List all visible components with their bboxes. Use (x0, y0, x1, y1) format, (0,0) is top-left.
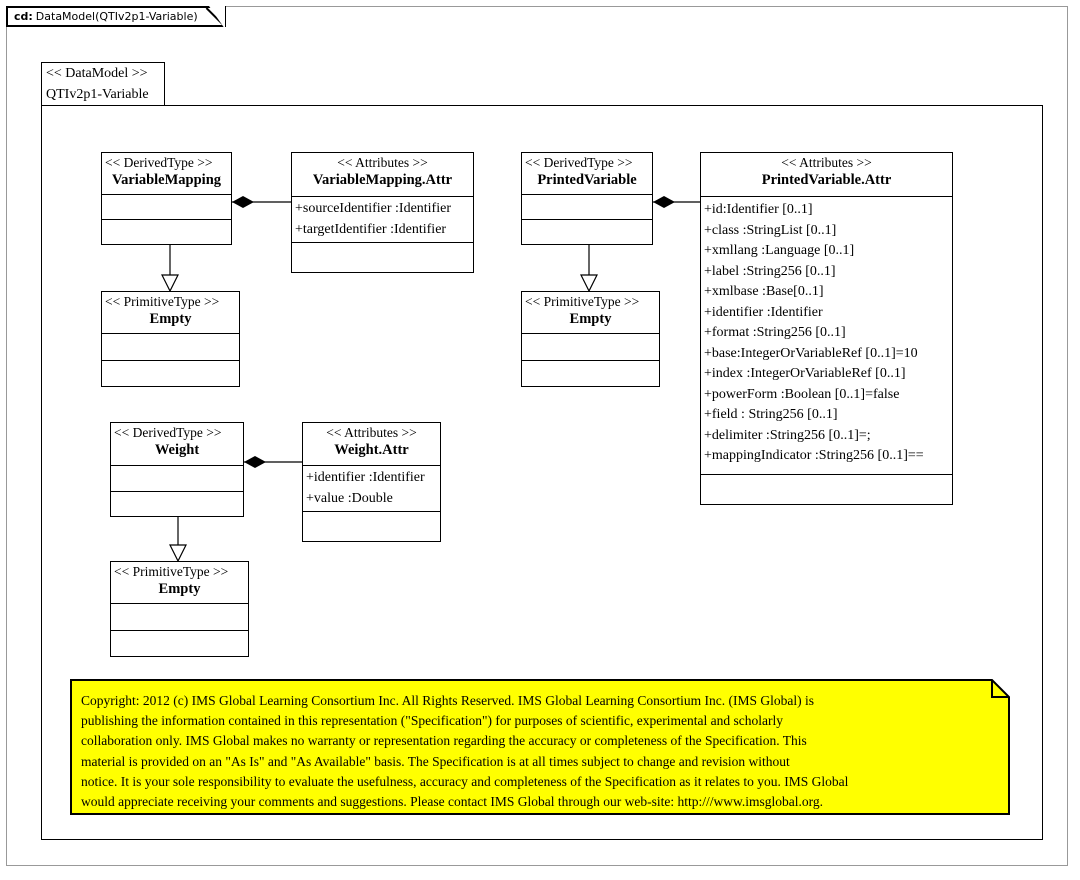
class-stereotype: << DerivedType >> (114, 425, 222, 440)
class-stereotype: << DerivedType >> (525, 155, 633, 170)
class-name: Weight.Attr (334, 442, 409, 458)
note-line: would appreciate receiving your comments… (81, 794, 823, 810)
class-name: PrintedVariable (537, 172, 637, 188)
class-stereotype: << PrimitiveType >> (114, 564, 229, 579)
class-printed-variable[interactable]: << DerivedType >> PrintedVariable (521, 152, 653, 245)
class-weight-attr[interactable]: << Attributes >> Weight.Attr +identifier… (302, 422, 441, 542)
note-line: Copyright: 2012 (c) IMS Global Learning … (81, 693, 815, 708)
note-line: collaboration only. IMS Global makes no … (81, 733, 807, 749)
attribute-row: +xmllang :Language [0..1] (704, 243, 855, 258)
attribute-row: +id:Identifier [0..1] (704, 202, 813, 217)
class-name: Weight (154, 442, 200, 458)
class-stereotype: << DerivedType >> (105, 155, 213, 170)
class-stereotype: << Attributes >> (326, 425, 417, 440)
class-header: << PrimitiveType >> Empty (522, 292, 659, 334)
attributes-compartment (111, 466, 243, 492)
attribute-row: +field : String256 [0..1] (704, 407, 838, 422)
attribute-row: +identifier :Identifier (704, 304, 823, 320)
class-name: PrintedVariable.Attr (761, 172, 892, 188)
class-name: Empty (569, 311, 612, 327)
class-name: Empty (158, 581, 201, 597)
attribute-row: +format :String256 [0..1] (704, 325, 846, 340)
note-line: material is provided on an "As Is" and "… (81, 753, 790, 769)
package-stereotype: << DataModel >> (46, 66, 148, 81)
operations-compartment (102, 220, 231, 244)
operations-compartment (701, 475, 952, 504)
note-line: notice. It is your sole responsibility t… (81, 773, 849, 789)
operations-compartment (111, 492, 243, 516)
diagram-frame (6, 6, 1068, 866)
class-name: VariableMapping.Attr (312, 172, 453, 188)
copyright-note: Copyright: 2012 (c) IMS Global Learning … (70, 679, 1010, 815)
attributes-compartment (102, 195, 231, 220)
attribute-row: +class :StringList [0..1] (704, 222, 837, 238)
note-line: publishing the information contained in … (81, 713, 783, 729)
attribute-row: +index :IntegerOrVariableRef [0..1] (704, 366, 906, 381)
class-weight-empty[interactable]: << PrimitiveType >> Empty (110, 561, 249, 657)
attribute-row: +base:IntegerOrVariableRef [0..1]=10 (704, 345, 918, 361)
class-printed-variable-empty[interactable]: << PrimitiveType >> Empty (521, 291, 660, 387)
class-header: << DerivedType >> Weight (111, 423, 243, 466)
operations-compartment (522, 361, 659, 386)
attribute-row: +identifier :Identifier (306, 470, 425, 485)
class-variable-mapping-empty[interactable]: << PrimitiveType >> Empty (101, 291, 240, 387)
attributes-compartment: +id:Identifier [0..1] +class :StringList… (701, 197, 952, 475)
class-header: << PrimitiveType >> Empty (102, 292, 239, 334)
class-header: << Attributes >> PrintedVariable.Attr (701, 153, 952, 197)
class-header: << DerivedType >> VariableMapping (102, 153, 231, 195)
package-header: << DataModel >> QTIv2p1-Variable (41, 62, 165, 106)
attribute-row: +targetIdentifier :Identifier (295, 221, 447, 237)
class-name: VariableMapping (111, 172, 222, 188)
package-name: QTIv2p1-Variable (46, 87, 149, 102)
attributes-compartment: +identifier :Identifier +value :Double (303, 466, 440, 512)
attributes-compartment (522, 195, 652, 220)
diagram-frame-tab: cd: DataModel(QTIv2p1-Variable) (6, 6, 226, 29)
attribute-row: +label :String256 [0..1] (704, 263, 836, 279)
attribute-row: +mappingIndicator :String256 [0..1]== (704, 448, 924, 463)
attributes-compartment (111, 604, 248, 631)
class-variable-mapping[interactable]: << DerivedType >> VariableMapping (101, 152, 232, 245)
operations-compartment (303, 512, 440, 541)
class-header: << Attributes >> Weight.Attr (303, 423, 440, 466)
class-stereotype: << PrimitiveType >> (525, 294, 640, 309)
class-stereotype: << Attributes >> (337, 155, 428, 170)
attributes-compartment (522, 334, 659, 361)
operations-compartment (111, 631, 248, 656)
class-name: Empty (149, 311, 192, 327)
operations-compartment (292, 243, 473, 272)
operations-compartment (522, 220, 652, 244)
class-printed-variable-attr[interactable]: << Attributes >> PrintedVariable.Attr +i… (700, 152, 953, 505)
class-header: << Attributes >> VariableMapping.Attr (292, 153, 473, 197)
class-header: << PrimitiveType >> Empty (111, 562, 248, 604)
attribute-row: +delimiter :String256 [0..1]=; (704, 427, 871, 443)
attribute-row: +sourceIdentifier :Identifier (295, 201, 451, 216)
frame-tab-prefix: cd: (14, 10, 33, 23)
attribute-row: +powerForm :Boolean [0..1]=false (704, 386, 900, 402)
operations-compartment (102, 361, 239, 386)
class-stereotype: << Attributes >> (781, 155, 872, 170)
class-header: << DerivedType >> PrintedVariable (522, 153, 652, 195)
class-weight[interactable]: << DerivedType >> Weight (110, 422, 244, 517)
attribute-row: +xmlbase :Base[0..1] (704, 284, 824, 299)
attribute-row: +value :Double (306, 490, 393, 506)
note-text: Copyright: 2012 (c) IMS Global Learning … (81, 691, 989, 812)
class-variable-mapping-attr[interactable]: << Attributes >> VariableMapping.Attr +s… (291, 152, 474, 273)
attributes-compartment (102, 334, 239, 361)
note-shape-icon (70, 679, 1010, 815)
frame-tab-label: DataModel(QTIv2p1-Variable) (35, 10, 198, 23)
attributes-compartment: +sourceIdentifier :Identifier +targetIde… (292, 197, 473, 243)
class-stereotype: << PrimitiveType >> (105, 294, 220, 309)
